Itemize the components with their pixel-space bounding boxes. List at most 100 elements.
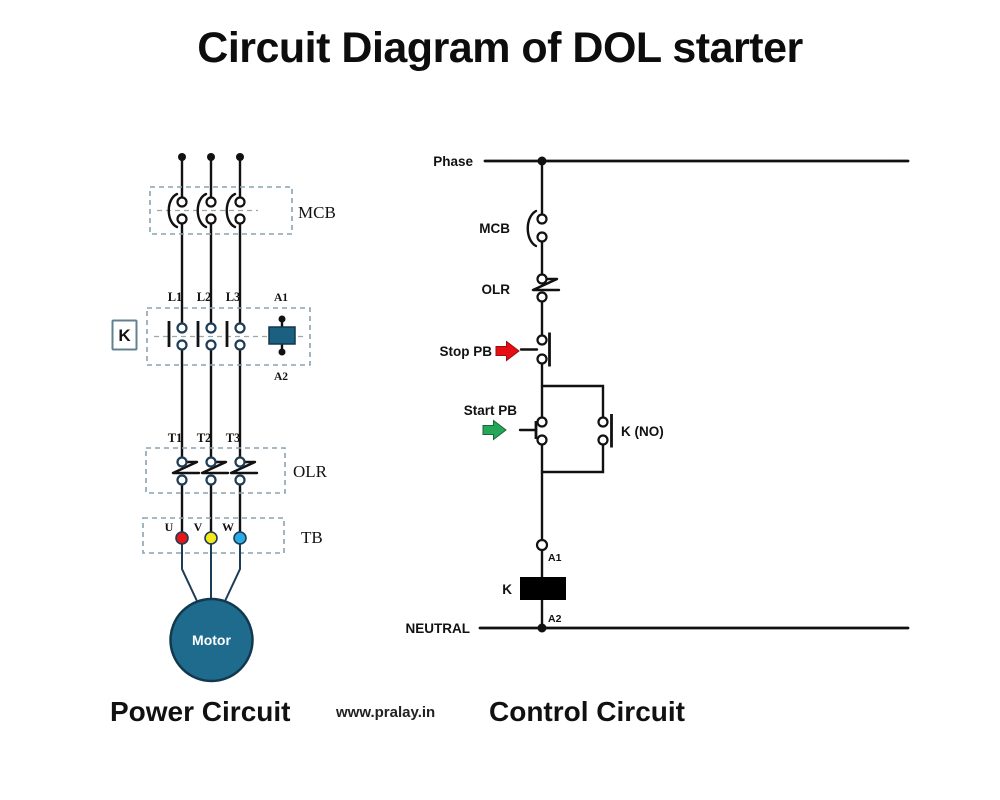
k-box-label: K [118, 326, 131, 345]
power-contactor-block: A1 A2 [146, 292, 311, 383]
kno-contact [597, 434, 609, 446]
olr-label: OLR [293, 462, 328, 481]
start-pb-contact [536, 416, 548, 428]
contactor-contact [176, 322, 188, 334]
coil-a1-label: A1 [548, 552, 562, 564]
stop-pushbutton: Stop PB [440, 332, 551, 367]
page-title: Circuit Diagram of DOL starter [197, 24, 803, 72]
k-box-rect [111, 319, 138, 351]
control-mcb-contact [536, 213, 548, 225]
tb-terminal-w [233, 531, 247, 545]
power-olr-block: OLR [145, 447, 328, 494]
neutral-label: NEUTRAL [406, 621, 471, 636]
tb-terminal-u [175, 531, 189, 545]
contactor-contact [234, 339, 246, 351]
olr-heater-zigzag [200, 460, 230, 475]
coil-k-label: K [502, 582, 512, 597]
power-mcb-block: MCB [149, 186, 336, 235]
olr-contact [176, 456, 188, 468]
stop-arrow-icon [495, 340, 520, 362]
control-olr: OLR [482, 273, 561, 303]
holding-contact-branch: K (NO) [540, 384, 664, 474]
control-mcb-contact [536, 231, 548, 243]
kno-contact [597, 416, 609, 428]
start-pushbutton: Start PB [464, 403, 548, 446]
terminal-label-l1: L1 [168, 290, 183, 304]
control-olr-zigzag [531, 277, 561, 292]
coil-dot-bottom [278, 348, 286, 356]
olr-heater-zigzag [229, 460, 259, 475]
olr-contact [205, 474, 217, 486]
terminal-label-t2: T2 [197, 431, 212, 445]
olr-contact [234, 474, 246, 486]
motor-label: Motor [192, 632, 231, 648]
mcb-contact [234, 196, 246, 208]
olr-dashed-box [145, 447, 286, 494]
stop-pb-contact [536, 334, 548, 346]
coil-rect [520, 577, 566, 600]
control-olr-label: OLR [482, 282, 511, 297]
coil-a2-label: A2 [548, 613, 562, 625]
start-pb-contact [536, 434, 548, 446]
stop-pb-contact [536, 353, 548, 365]
control-mcb: MCB [479, 209, 548, 248]
contactor-contact [234, 322, 246, 334]
motor-lead-w [224, 543, 241, 601]
control-coil: A1 K A2 [502, 538, 566, 625]
control-olr-contact [536, 291, 548, 303]
start-arrow-icon [482, 419, 507, 441]
control-mcb-label: MCB [479, 221, 510, 236]
terminal-label-w: W [222, 520, 234, 534]
mcb-contact [205, 213, 217, 225]
neutral-junction-dot [537, 623, 547, 633]
power-circuit-caption: Power Circuit [110, 696, 291, 727]
tb-label: TB [301, 528, 323, 547]
coil-dot-top [278, 315, 286, 323]
olr-heater-zigzag [171, 460, 201, 475]
control-circuit-caption: Control Circuit [489, 696, 685, 727]
motor: Motor [169, 597, 254, 683]
terminal-label-t1: T1 [168, 431, 183, 445]
olr-contact [176, 474, 188, 486]
phase-label: Phase [433, 154, 473, 169]
control-circuit: Phase MCB OLR [406, 154, 910, 636]
contactor-contact [176, 339, 188, 351]
contactor-contact [205, 322, 217, 334]
terminal-label-v: V [194, 520, 203, 534]
power-tb-block: U V W TB [142, 517, 323, 554]
contactor-k-box: K [111, 319, 138, 351]
contactor-dashed-box [146, 307, 311, 366]
coil-terminal-circle [535, 538, 549, 552]
control-mcb-arc [526, 209, 538, 248]
mcb-contact [205, 196, 217, 208]
mcb-contact [234, 213, 246, 225]
mcb-contact [176, 196, 188, 208]
tb-dashed-box [142, 517, 285, 554]
watermark-text: www.pralay.in [336, 704, 436, 721]
branch-wire [540, 384, 605, 474]
terminal-label-t3: T3 [226, 431, 241, 445]
terminal-label-u: U [165, 520, 174, 534]
terminal-label-l2: L2 [197, 290, 212, 304]
motor-lead-u [181, 543, 198, 601]
olr-contact [234, 456, 246, 468]
power-circuit: MCB L1 L2 L3 [111, 153, 336, 683]
motor-circle [169, 597, 254, 683]
olr-contact [205, 456, 217, 468]
kno-label: K (NO) [621, 424, 664, 439]
mcb-arc-1 [167, 192, 179, 229]
start-pb-label: Start PB [464, 403, 518, 418]
control-olr-contact [536, 273, 548, 285]
mcb-dashed-box [149, 186, 293, 235]
coil-terminal-a1: A1 [274, 292, 288, 304]
mcb-label: MCB [298, 203, 336, 222]
terminal-label-l3: L3 [226, 290, 241, 304]
coil-terminal-a2: A2 [274, 371, 288, 383]
stop-pb-label: Stop PB [440, 344, 493, 359]
mcb-arc-3 [225, 192, 237, 229]
mcb-contact [176, 213, 188, 225]
contactor-contact [205, 339, 217, 351]
tb-terminal-v [204, 531, 218, 545]
